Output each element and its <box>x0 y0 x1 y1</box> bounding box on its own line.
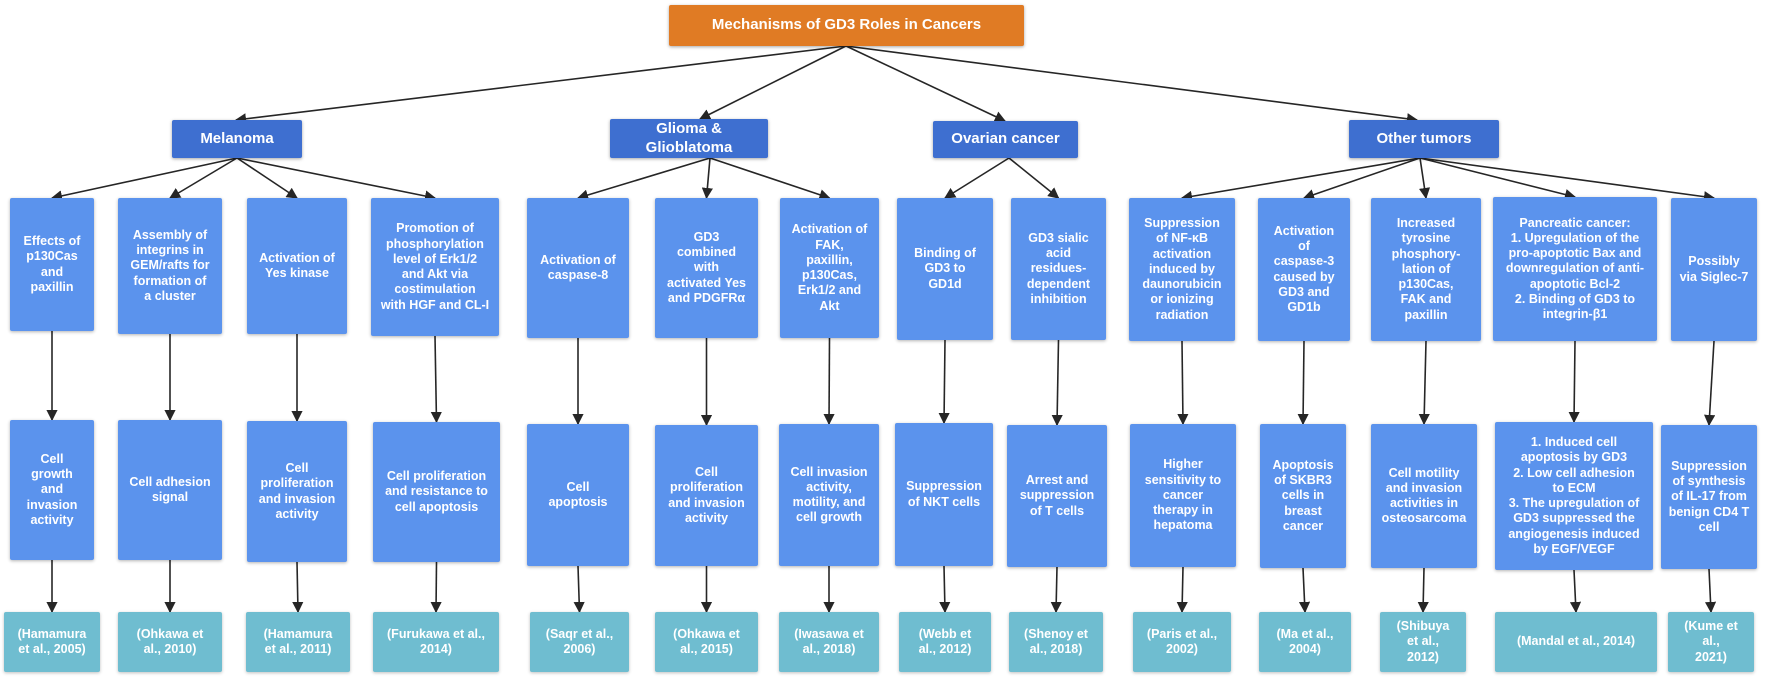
edge-category-to-mechanism <box>1008 157 1060 199</box>
edge-category-to-mechanism <box>169 157 238 199</box>
edge-category-to-mechanism <box>709 157 831 201</box>
edge-mechanism-to-outcome <box>1704 340 1716 427</box>
reference-box: (Iwasawa et al., 2018) <box>779 612 879 672</box>
mechanism-box: Effects of p130Cas and paxillin <box>10 198 94 331</box>
category-glioma: Glioma & Glioblatoma <box>610 119 768 158</box>
reference-box: (Kume et al., 2021) <box>1668 612 1754 672</box>
edge-outcome-to-reference <box>1704 568 1717 614</box>
outcome-box: Suppression of synthesis of IL-17 from b… <box>1661 425 1757 569</box>
reference-box: (Furukawa et al., 2014) <box>373 612 499 672</box>
edge-outcome-to-reference <box>292 561 304 614</box>
reference-box: (Hamamura et al., 2011) <box>246 612 350 672</box>
edge-category-to-mechanism <box>1302 157 1421 201</box>
edge-category-to-mechanism <box>50 157 238 202</box>
edge-category-to-mechanism <box>944 157 1010 199</box>
mechanism-box: Possibly via Siglec-7 <box>1671 198 1757 341</box>
mechanism-box: Activation of Yes kinase <box>247 198 347 334</box>
edge-root-to-category <box>698 45 847 120</box>
edge-mechanism-to-outcome <box>1568 340 1580 424</box>
outcome-box: Cell growth and invasion activity <box>10 420 94 560</box>
edge-outcome-to-reference <box>1050 566 1062 614</box>
category-other-tumors: Other tumors <box>1349 120 1499 158</box>
mechanism-box: Activation of caspase-8 <box>527 198 629 338</box>
edge-root-to-category <box>845 45 1419 125</box>
mechanism-box: Binding of GD3 to GD1d <box>897 198 993 340</box>
mechanism-box: Activation of FAK, paxillin, p130Cas, Er… <box>780 198 879 338</box>
reference-box: (Ma et al., 2004) <box>1259 612 1351 672</box>
mechanism-box: Increased tyrosine phosphory- lation of … <box>1371 198 1481 341</box>
outcome-box: Cell proliferation and invasion activity <box>247 421 347 562</box>
edge-mechanism-to-outcome <box>1297 340 1309 426</box>
edge-outcome-to-reference <box>430 561 442 614</box>
mechanism-box: Promotion of phosphorylation level of Er… <box>371 198 499 336</box>
edge-outcome-to-reference <box>939 565 951 614</box>
outcome-box: Apoptosis of SKBR3 cells in breast cance… <box>1260 424 1346 568</box>
reference-box: (Webb et al., 2012) <box>899 612 991 672</box>
edge-outcome-to-reference <box>1298 567 1311 614</box>
outcome-box: Cell proliferation and invasion activity <box>655 425 758 566</box>
reference-box: (Ohkawa et al., 2010) <box>118 612 222 672</box>
mechanism-box: GD3 sialic acid residues- dependent inhi… <box>1011 198 1106 340</box>
mechanism-box: GD3 combined with activated Yes and PDGF… <box>655 198 758 338</box>
outcome-box: Higher sensitivity to cancer therapy in … <box>1130 424 1236 567</box>
edge-root-to-category <box>234 45 847 125</box>
edge-mechanism-to-outcome <box>1177 340 1189 426</box>
edge-mechanism-to-outcome <box>823 337 835 426</box>
edge-outcome-to-reference <box>1176 566 1188 614</box>
edge-category-to-mechanism <box>236 157 437 202</box>
mechanism-box: Suppression of NF-κB activation induced … <box>1129 198 1235 341</box>
edge-category-to-mechanism <box>1419 157 1716 203</box>
edge-category-to-mechanism <box>236 157 298 199</box>
edge-category-to-mechanism <box>576 157 711 201</box>
reference-box: (Ohkawa et al., 2015) <box>655 612 758 672</box>
category-ovarian-cancer: Ovarian cancer <box>933 121 1078 158</box>
outcome-box: Cell invasion activity, motility, and ce… <box>779 424 879 566</box>
edge-outcome-to-reference <box>573 565 585 614</box>
reference-box: (Paris et al., 2002) <box>1133 612 1231 672</box>
reference-box: (Shenoy et al., 2018) <box>1009 612 1103 672</box>
edge-mechanism-to-outcome <box>430 335 442 424</box>
reference-box: (Shibuya et al., 2012) <box>1380 612 1466 672</box>
edge-category-to-mechanism <box>1419 157 1577 200</box>
outcome-box: Arrest and suppression of T cells <box>1007 425 1107 567</box>
edge-category-to-mechanism <box>701 157 713 200</box>
reference-box: (Mandal et al., 2014) <box>1495 612 1657 672</box>
outcome-box: Cell apoptosis <box>527 424 629 566</box>
reference-box: (Hamamura et al., 2005) <box>4 612 100 672</box>
reference-box: (Saqr et al., 2006) <box>530 612 629 672</box>
mechanism-box: Assembly of integrins in GEM/rafts for f… <box>118 198 222 334</box>
outcome-box: 1. Induced cell apoptosis by GD3 2. Low … <box>1495 422 1653 570</box>
edge-category-to-mechanism <box>1180 157 1421 202</box>
outcome-box: Cell motility and invasion activities in… <box>1371 424 1477 568</box>
category-melanoma: Melanoma <box>172 120 302 158</box>
outcome-box: Cell proliferation and resistance to cel… <box>373 422 500 562</box>
edge-mechanism-to-outcome <box>1418 340 1430 426</box>
edge-mechanism-to-outcome <box>938 339 950 425</box>
edge-outcome-to-reference <box>1569 569 1582 614</box>
outcome-box: Suppression of NKT cells <box>895 423 993 566</box>
mechanism-box: Activation of caspase-3 caused by GD3 an… <box>1258 198 1350 341</box>
outcome-box: Cell adhesion signal <box>118 420 222 560</box>
edge-category-to-mechanism <box>1418 157 1431 200</box>
mechanism-box: Pancreatic cancer: 1. Upregulation of th… <box>1493 197 1657 341</box>
root-title: Mechanisms of GD3 Roles in Cancers <box>669 5 1024 46</box>
edge-mechanism-to-outcome <box>1051 339 1063 427</box>
edge-outcome-to-reference <box>1417 567 1429 614</box>
edge-root-to-category <box>845 45 1007 122</box>
